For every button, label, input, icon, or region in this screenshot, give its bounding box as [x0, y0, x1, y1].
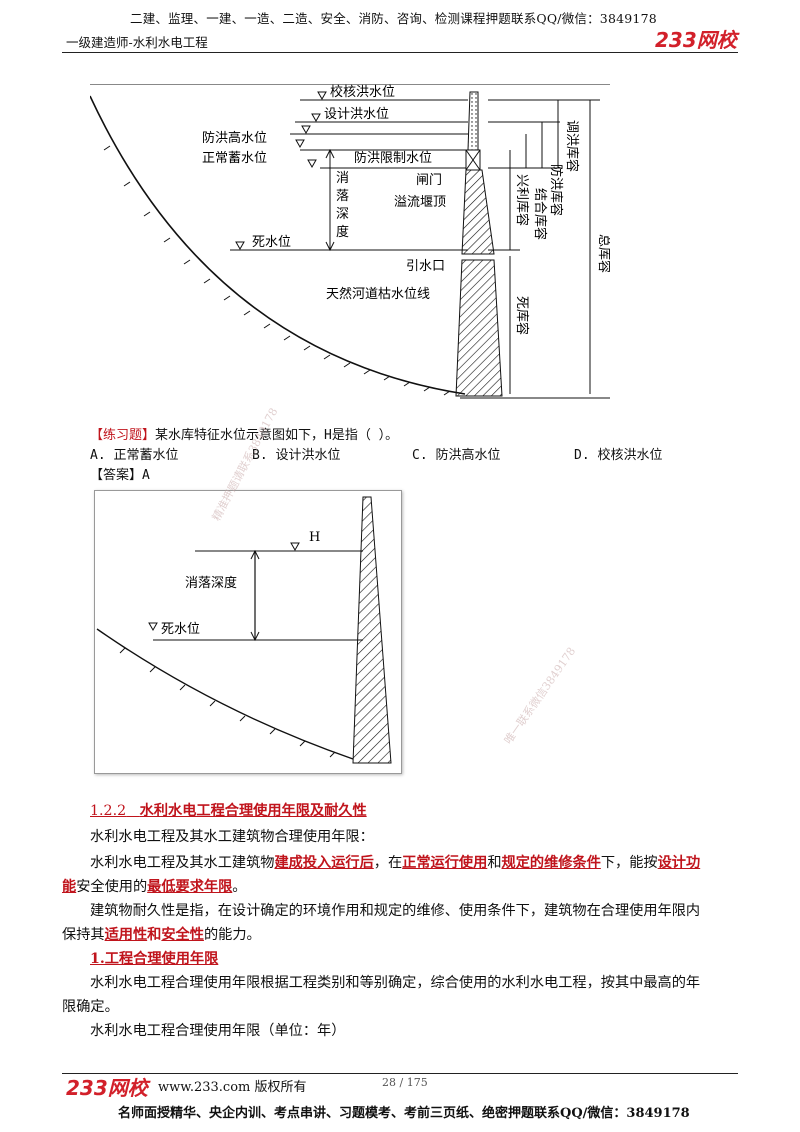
p3-emph-c: 适用性 — [104, 927, 148, 943]
h-marker — [290, 542, 300, 552]
page-number: 28 / 175 — [382, 1076, 428, 1089]
p2-text-g: 下，能按 — [600, 855, 658, 871]
footer-site: www.233.com 版权所有 — [158, 1080, 307, 1095]
p3-emph-e: 安全性 — [161, 927, 204, 943]
label-dead-2: 死水位 — [161, 622, 200, 637]
paragraph-2-line-1: 水利水电工程及其水工建筑物建成投入运行后，在正常运行使用和规定的维修条件下，能按… — [90, 852, 700, 872]
exercise-option-c: C. 防洪高水位 — [412, 448, 501, 463]
ground-hatch-marks — [103, 145, 451, 396]
capacity-dimension-lines — [488, 99, 600, 394]
label-dead-level: 死水位 — [252, 235, 291, 250]
p2-text-e: 和 — [487, 855, 502, 871]
label-beneficial: 兴利库容 — [514, 174, 530, 226]
section-title: 水利水电工程合理使用年限及耐久性 — [139, 803, 367, 819]
label-spillway: 溢流堰顶 — [394, 195, 446, 210]
exercise-question: 【练习题】某水库特征水位示意图如下，H是指（ ）。 — [90, 424, 398, 443]
exercise-question-text: 某水库特征水位示意图如下，H是指（ ）。 — [155, 428, 399, 443]
label-depth-1: 消 — [336, 171, 349, 186]
exercise-option-b: B. 设计洪水位 — [252, 448, 341, 463]
header-logo: 233网校 — [655, 28, 737, 52]
label-intake: 引水口 — [406, 259, 445, 274]
header-divider — [62, 52, 738, 53]
label-depth-2: 消落深度 — [185, 575, 237, 591]
label-natural-low: 天然河道枯水位线 — [326, 286, 430, 302]
label-gate: 闸门 — [416, 173, 442, 188]
answer-tag: 【答案】 — [90, 468, 143, 483]
label-dead-capacity: 死库容 — [514, 296, 530, 335]
paragraph-4-line-2: 限确定。 — [62, 999, 119, 1015]
reservoir-levels-diagram: 校核洪水位 设计洪水位 防洪高水位 正常蓄水位 防洪限制水位 消 落 深 度 闸… — [89, 83, 612, 404]
exercise-tag: 【练习题】 — [90, 428, 156, 443]
exercise-option-d: D. 校核洪水位 — [574, 448, 663, 463]
paragraph-4-line-1: 水利水电工程合理使用年限根据工程类别和等别确定，综合使用的水利水电工程，按其中最… — [90, 975, 701, 991]
dam-crest — [467, 91, 479, 151]
valley-bank-curve — [89, 95, 466, 395]
exercise-answer: 【答案】A — [90, 464, 150, 483]
label-flood-high: 防洪高水位 — [202, 130, 267, 146]
label-flood-regulation: 调洪库容 — [564, 120, 580, 172]
dam-lower-body — [455, 259, 503, 397]
dead-marker-2 — [148, 622, 158, 632]
label-total-capacity: 总库容 — [596, 234, 610, 273]
p2-emph-h: 设计功 — [657, 855, 701, 871]
exercise-option-a: A. 正常蓄水位 — [90, 448, 179, 463]
dam-body-2 — [352, 496, 392, 764]
p2-text-j: 安全使用的 — [76, 879, 148, 895]
valley-curve-2 — [96, 628, 354, 760]
label-flood-limit: 防洪限制水位 — [354, 150, 432, 166]
label-depth-3: 深 — [336, 207, 349, 222]
reservoir-levels-svg: 校核洪水位 设计洪水位 防洪高水位 正常蓄水位 防洪限制水位 消 落 深 度 闸… — [89, 83, 612, 399]
p2-text-a: 水利水电工程及其水工建筑物 — [90, 855, 275, 871]
footer-contact-line: 名师面授精华、央企内训、考点串讲、习题模考、考前三页纸、绝密押题联系QQ/微信：… — [118, 1106, 690, 1121]
p2-text-l: 。 — [232, 879, 247, 895]
paragraph-1: 水利水电工程及其水工建筑物合理使用年限： — [90, 829, 374, 845]
p3-text-d: 和 — [147, 927, 162, 943]
answer-value: A — [142, 468, 150, 483]
section-heading: 1.2.2 水利水电工程合理使用年限及耐久性 — [90, 800, 367, 820]
watermark-2: 唯一联系微信3849178 — [501, 644, 579, 747]
p2-text-c: ，在 — [373, 855, 403, 871]
paragraph-3-line-2: 保持其适用性和安全性的能力。 — [62, 924, 261, 944]
h-level-svg: H 消落深度 死水位 — [96, 496, 392, 764]
h-level-diagram: H 消落深度 死水位 — [94, 490, 402, 774]
subheading-1: 1.工程合理使用年限 — [90, 951, 219, 967]
label-depth-2: 落 — [336, 189, 349, 204]
p2-emph-b: 建成投入运行后 — [274, 855, 374, 871]
paragraph-5: 水利水电工程合理使用年限（单位：年） — [90, 1023, 346, 1039]
p2-emph-i: 能 — [62, 879, 77, 895]
footer-divider — [62, 1073, 738, 1074]
label-flood-control: 防洪库容 — [548, 164, 564, 216]
footer-logo: 233网校 — [66, 1076, 148, 1100]
p3-text-f: 的能力。 — [203, 927, 261, 943]
p3-text-b: 保持其 — [62, 927, 105, 943]
label-depth-4: 度 — [336, 224, 349, 240]
level-markers — [235, 91, 327, 251]
label-combined: 结合库容 — [532, 188, 548, 240]
dam-upper-body — [461, 169, 495, 255]
ground-hatch-2 — [119, 647, 336, 758]
label-h: H — [309, 530, 320, 545]
header-course-title: 一级建造师-水利水电工程 — [66, 35, 208, 50]
p2-emph-f: 规定的维修条件 — [501, 855, 601, 871]
header-contact-line: 二建、监理、一建、一造、二造、安全、消防、咨询、检测课程押题联系QQ/微信：38… — [130, 11, 657, 26]
label-check-flood: 校核洪水位 — [330, 84, 395, 100]
p2-emph-k: 最低要求年限 — [147, 879, 233, 895]
paragraph-2-line-2: 能安全使用的最低要求年限。 — [62, 876, 247, 896]
label-normal-storage: 正常蓄水位 — [202, 151, 267, 166]
label-design-flood: 设计洪水位 — [324, 107, 389, 122]
section-number: 1.2.2 — [90, 803, 127, 819]
p2-emph-d: 正常运行使用 — [402, 855, 488, 871]
paragraph-3-line-1: 建筑物耐久性是指，在设计确定的环境作用和规定的维修、使用条件下，建筑物在合理使用… — [90, 903, 701, 919]
